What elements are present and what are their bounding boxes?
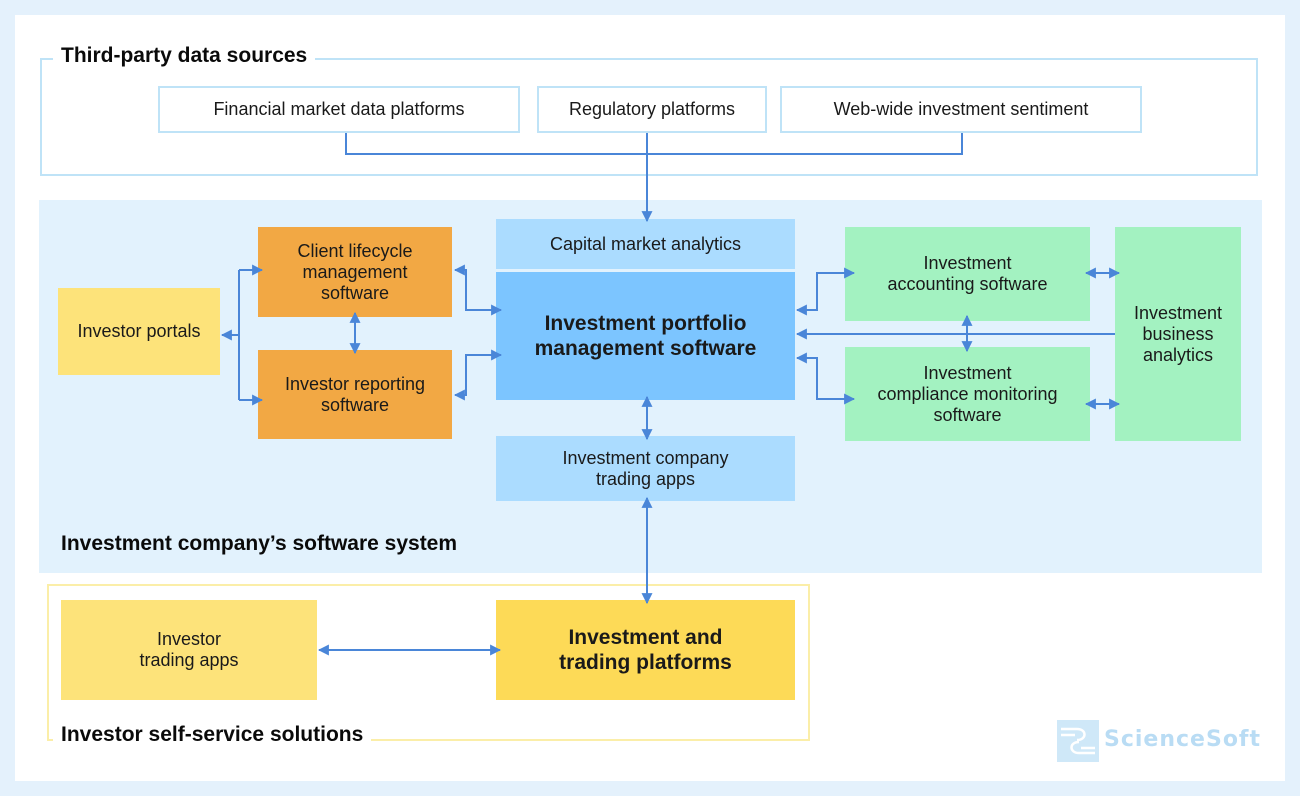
company-trading-apps-box: Investment company trading apps — [496, 436, 795, 501]
investment-accounting-box: Investment accounting software — [845, 227, 1090, 321]
reporting-portfolio-arrow — [453, 349, 503, 401]
self-service-group-title: Investor self-service solutions — [53, 722, 372, 748]
sciencesoft-logo-icon — [1057, 720, 1099, 762]
self-service-group-frame — [47, 584, 810, 741]
portfolio-compliance-arrow — [795, 352, 856, 405]
sciencesoft-logo-text: ScienceSoft — [1104, 727, 1262, 752]
third-party-group-frame — [40, 58, 1258, 176]
sources-merge-connector — [345, 133, 963, 155]
source-web-sentiment: Web-wide investment sentiment — [780, 86, 1142, 133]
portfolio-accounting-arrow — [795, 267, 856, 316]
investor-trading-apps-box: Investor trading apps — [61, 600, 317, 700]
capital-market-analytics-box: Capital market analytics — [496, 219, 795, 269]
compliance-monitoring-box: Investment compliance monitoring softwar… — [845, 347, 1090, 441]
investor-portals-box: Investor portals — [58, 288, 220, 375]
portfolio-management-box: Investment portfolio management software — [496, 272, 795, 400]
source-financial-market-data: Financial market data platforms — [158, 86, 520, 133]
investor-reporting-box: Investor reporting software — [258, 350, 452, 439]
company-system-group-title: Investment company’s software system — [61, 532, 458, 555]
client-lifecycle-box: Client lifecycle management software — [258, 227, 452, 317]
third-party-group-title: Third-party data sources — [53, 43, 316, 69]
business-analytics-box: Investment business analytics — [1115, 227, 1241, 441]
source-regulatory-platforms: Regulatory platforms — [537, 86, 767, 133]
client-portfolio-arrow — [453, 264, 503, 316]
trading-platforms-box: Investment and trading platforms — [496, 600, 795, 700]
